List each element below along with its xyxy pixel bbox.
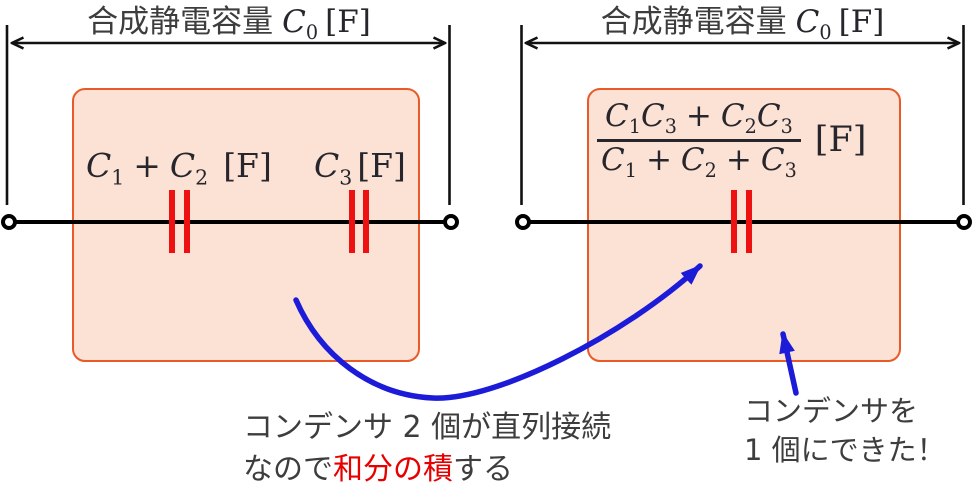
terminal-node [0,214,17,230]
capacitor-plate [169,190,175,253]
capacitor-plate [363,190,369,253]
note-text: コンデンサ 2 個が直列接続 [243,410,612,445]
math-symbol: C [314,146,340,185]
math-symbol: C [680,142,705,179]
operator: + [725,142,752,179]
unit-label: [F] [838,4,885,40]
unit-label: [F] [814,120,867,161]
fraction: C1C3+C2C3 C1+C2+C3 [597,98,801,182]
note-line: 1 個にできた！ [744,431,946,470]
title-text: 合成静電容量 [600,4,787,40]
math-subscript: 0 [305,21,319,45]
math-symbol: C [282,4,306,40]
right-circuit-wire [522,219,963,224]
capacitor-plate [746,190,752,253]
capacitor-plate [349,190,355,253]
fraction-numerator: C1C3+C2C3 [597,98,801,142]
operator: + [685,98,712,134]
math-subscript: 1 [624,159,637,183]
math-symbol: C [760,142,785,179]
note-line: なので和分の積する [243,449,611,491]
math-subscript: 2 [195,165,209,190]
math-subscript: 3 [784,159,797,183]
left-circuit-wire [8,219,450,224]
math-subscript: 0 [819,21,832,45]
note-line: コンデンサを [744,392,946,431]
math-symbol: C [720,98,745,134]
math-subscript: 2 [744,115,757,139]
unit-label: [F] [325,4,371,40]
terminal-node [442,214,459,230]
operator: + [133,146,161,185]
note-line: コンデンサ 2 個が直列接続 [243,407,611,449]
terminal-node [514,214,531,230]
math-subscript: 3 [780,115,793,139]
fraction-denominator: C1+C2+C3 [597,138,801,182]
math-symbol: C [756,98,781,134]
math-symbol: C [795,4,820,40]
combined-capacitance-formula: C1C3+C2C3 C1+C2+C3 [F] [597,98,866,182]
math-symbol: C [640,98,665,134]
note-text: する [453,452,513,487]
math-subscript: 1 [628,115,641,139]
unit-label: [F] [223,146,272,185]
unit-label: [F] [357,146,406,185]
math-symbol: C [86,146,112,185]
capacitor-plate [731,190,737,253]
note-text: コンデンサを [744,394,919,428]
title-text: 合成静電容量 [87,4,274,40]
note-text: なので [243,452,333,487]
math-symbol: C [605,98,629,134]
series-connection-note: コンデンサ 2 個が直列接続 なので和分の積する [243,407,611,491]
math-subscript: 3 [339,165,353,190]
math-symbol: C [169,146,196,185]
result-note: コンデンサを 1 個にできた！ [744,392,946,470]
math-subscript: 2 [704,159,717,183]
math-symbol: C [600,142,625,179]
c3-capacitance-label: C3[F] [314,146,406,190]
highlighted-term: 和分の積 [333,452,453,487]
capacitor-plate [184,190,190,253]
math-subscript: 1 [111,165,125,190]
parallel-capacitance-label: C1+C2[F] [86,146,272,190]
note-text: 1 個にできた！ [744,433,946,467]
math-subscript: 3 [664,115,677,139]
terminal-node [955,214,972,230]
operator: + [645,142,672,179]
